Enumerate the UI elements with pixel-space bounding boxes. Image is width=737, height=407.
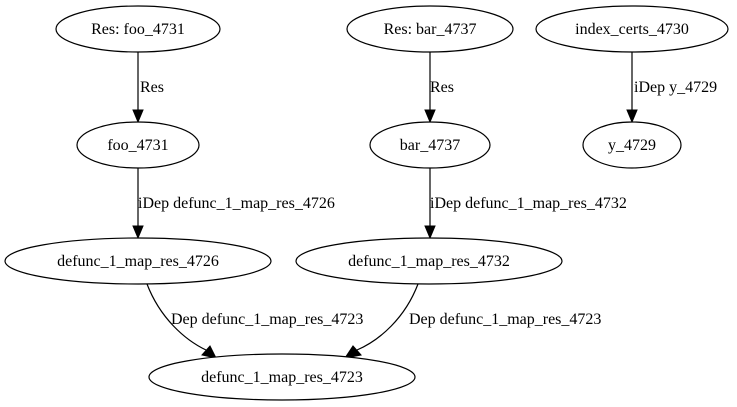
- node-res-foo: Res: foo_4731: [55, 5, 221, 53]
- node-label-index-certs: index_certs_4730: [575, 21, 689, 38]
- edge-foo-to-map-4726: iDep defunc_1_map_res_4726: [132, 168, 335, 240]
- node-bar: bar_4737: [369, 121, 491, 169]
- node-map-4723: defunc_1_map_res_4723: [148, 353, 416, 401]
- node-res-bar: Res: bar_4737: [346, 5, 514, 53]
- edge-label-foo-map-4726: iDep defunc_1_map_res_4726: [138, 195, 335, 212]
- edge-label-res-foo: Res: [140, 79, 164, 96]
- node-label-map-4732: defunc_1_map_res_4732: [348, 253, 510, 270]
- node-label-map-4726: defunc_1_map_res_4726: [57, 253, 219, 270]
- edge-res-foo-to-foo: Res: [132, 52, 164, 124]
- edge-label-res-bar: Res: [430, 79, 454, 96]
- edge-label-map-4726-map-4723: Dep defunc_1_map_res_4723: [171, 311, 363, 328]
- node-label-res-bar: Res: bar_4737: [384, 21, 477, 38]
- node-label-map-4723: defunc_1_map_res_4723: [201, 369, 363, 386]
- edge-label-map-4732-map-4723: Dep defunc_1_map_res_4723: [409, 311, 601, 328]
- node-label-res-foo: Res: foo_4731: [91, 21, 185, 38]
- node-map-4732: defunc_1_map_res_4732: [295, 237, 563, 285]
- edge-map-4726-to-map-4723: Dep defunc_1_map_res_4723: [146, 283, 363, 359]
- edge-index-certs-to-y: iDep y_4729: [626, 52, 717, 124]
- edge-map-4732-to-map-4723: Dep defunc_1_map_res_4723: [343, 283, 601, 359]
- node-label-y: y_4729: [608, 137, 656, 154]
- node-map-4726: defunc_1_map_res_4726: [4, 237, 272, 285]
- edge-res-bar-to-bar: Res: [424, 52, 454, 124]
- edge-label-index-certs-y: iDep y_4729: [634, 79, 717, 96]
- node-index-certs: index_certs_4730: [535, 5, 729, 53]
- node-label-foo: foo_4731: [107, 137, 168, 154]
- edge-label-bar-map-4732: iDep defunc_1_map_res_4732: [430, 195, 627, 212]
- node-y: y_4729: [582, 121, 682, 169]
- edge-bar-to-map-4732: iDep defunc_1_map_res_4732: [424, 168, 627, 240]
- node-label-bar: bar_4737: [400, 137, 460, 154]
- node-foo: foo_4731: [76, 121, 200, 169]
